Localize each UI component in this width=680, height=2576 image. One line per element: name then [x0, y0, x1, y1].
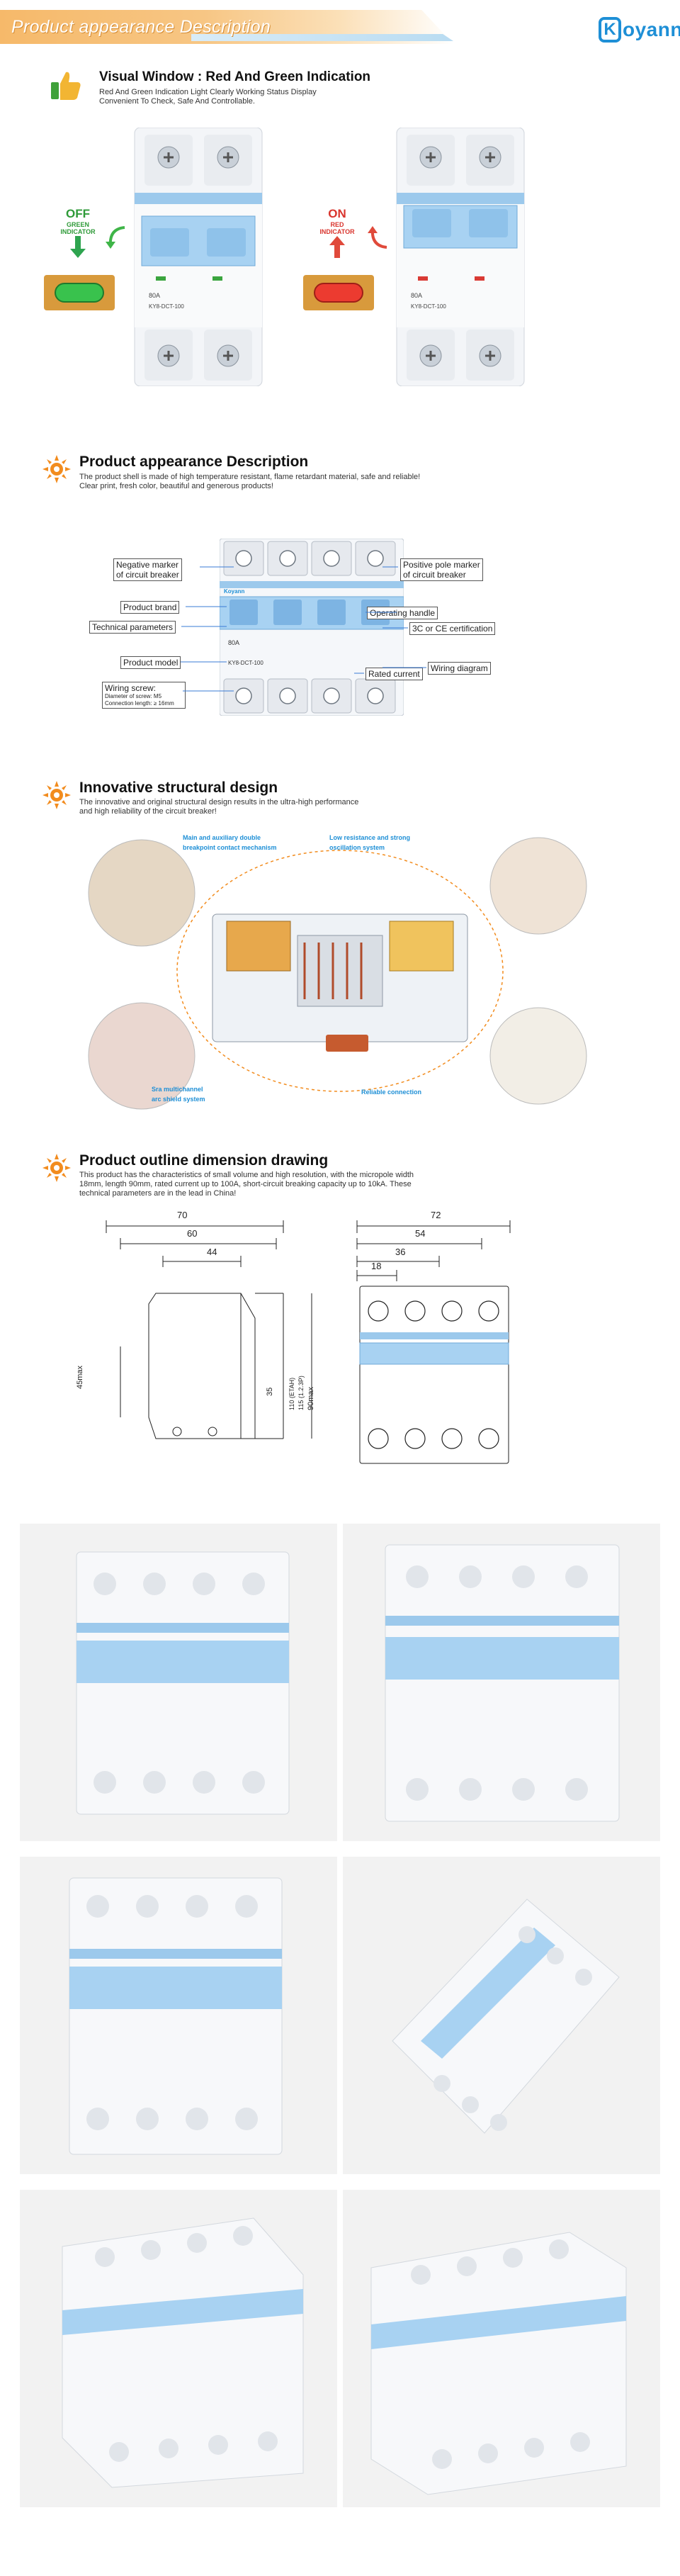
- breaker-on-image: 80A KY8-DCT-100: [396, 128, 525, 386]
- callout-negative-marker: Negative marker of circuit breaker: [113, 558, 182, 581]
- visual-window-title: Visual Window : Red And Green Indication: [99, 69, 371, 84]
- header-title: Product appearance Description: [11, 17, 271, 37]
- dimension-desc-1: This product has the characteristics of …: [79, 1171, 414, 1179]
- svg-text:80A: 80A: [149, 292, 160, 299]
- dim-72: 72: [431, 1210, 441, 1220]
- dimension-desc-2: 18mm, length 90mm, rated current up to 1…: [79, 1180, 412, 1188]
- dim-44: 44: [207, 1247, 217, 1257]
- callout-wiring-diagram: Wiring diagram: [428, 662, 491, 675]
- callout-technical-parameters: Technical parameters: [89, 621, 176, 634]
- callout-product-brand: Product brand: [120, 601, 180, 614]
- appearance-title: Product appearance Description: [79, 454, 309, 470]
- callout-operating-handle: Operating handle: [367, 607, 438, 619]
- header-banner: Product appearance Description K oyann: [0, 0, 680, 55]
- dim-60: 60: [187, 1228, 198, 1239]
- on-label: ON: [328, 207, 346, 220]
- callout-positive-marker: Positive pole marker of circuit breaker: [400, 558, 483, 581]
- sun-bullet-icon: [42, 1154, 71, 1182]
- logo-k-mark: K: [599, 17, 621, 43]
- callout-product-model: Product model: [120, 656, 181, 669]
- dimension-desc-3: technical parameters are in the lead in …: [79, 1189, 237, 1198]
- callout-wiring-screw: Wiring screw: Diameter of screw: M5 Conn…: [102, 682, 186, 709]
- breaker-off-image: 80A KY8-DCT-100: [134, 128, 263, 386]
- sun-bullet-icon: [42, 781, 71, 809]
- product-photo-2: [343, 1524, 660, 1841]
- dim-70: 70: [177, 1210, 188, 1220]
- svg-text:80A: 80A: [228, 639, 239, 646]
- appearance-desc-2: Clear print, fresh color, beautiful and …: [79, 482, 273, 490]
- dim-115: 115 (1.2.3P): [298, 1376, 305, 1410]
- green-indicator-label-2: INDICATOR: [60, 228, 96, 235]
- innovative-desc-2: and high reliability of the circuit brea…: [79, 807, 217, 816]
- rotate-arrow-icon: [106, 226, 125, 249]
- innovative-desc-1: The innovative and original structural d…: [79, 798, 359, 806]
- arrow-up-icon: [329, 236, 345, 258]
- header-blue-stripe: [191, 34, 453, 41]
- dimension-title: Product outline dimension drawing: [79, 1152, 329, 1169]
- innovative-title: Innovative structural design: [79, 780, 278, 796]
- callout-leader-lines: [181, 566, 426, 692]
- dim-18: 18: [371, 1261, 382, 1271]
- off-label: OFF: [66, 207, 90, 220]
- wiring-screw-label: Wiring screw:: [105, 683, 157, 693]
- product-photo-1: [20, 1524, 337, 1841]
- dimension-front-view: [356, 1220, 511, 1464]
- logo-wordmark: oyann: [623, 18, 680, 40]
- brand-logo: K oyann: [599, 16, 680, 44]
- label-low-resistance: Low resistance and strong oscillation sy…: [329, 834, 411, 851]
- thumbs-up-icon: [51, 72, 81, 100]
- dim-110: 110 (ETAH): [288, 1377, 295, 1410]
- dim-36: 36: [395, 1247, 406, 1257]
- label-main-aux: Main and auxiliary double breakpoint con…: [183, 834, 277, 851]
- wiring-screw-detail-1: Diameter of screw: M5: [105, 693, 162, 699]
- product-photo-6: [343, 2190, 660, 2507]
- svg-text:Koyann: Koyann: [224, 588, 244, 595]
- structure-illustration: [88, 837, 587, 1110]
- rotate-arrow-up-icon: [368, 226, 387, 249]
- breaker-front-diagram: 80A KY8-DCT-100 Koyann: [220, 539, 404, 716]
- red-indicator-label-1: RED: [330, 221, 344, 228]
- product-photo-5: [20, 2190, 337, 2507]
- label-reliable-connection: Reliable connection: [361, 1089, 422, 1096]
- visual-window-desc-1: Red And Green Indication Light Clearly W…: [99, 88, 317, 96]
- appearance-desc-1: The product shell is made of high temper…: [79, 473, 421, 481]
- wiring-screw-detail-2: Connection length: ≥ 16mm: [105, 700, 174, 707]
- green-indicator-label-1: GREEN: [66, 221, 89, 228]
- label-arc-shield: Sra multichannel arc shield system: [152, 1086, 205, 1103]
- visual-window-desc-2: Convenient To Check, Safe And Controllab…: [99, 97, 255, 106]
- green-indicator-window: [44, 275, 115, 310]
- sun-bullet-icon: [42, 455, 71, 483]
- product-photo-3: [20, 1857, 337, 2174]
- red-indicator-label-2: INDICATOR: [319, 228, 355, 235]
- svg-text:KY8-DCT-100: KY8-DCT-100: [149, 303, 184, 310]
- svg-text:KY8-DCT-100: KY8-DCT-100: [228, 660, 264, 666]
- dim-90max: 90max: [307, 1386, 315, 1410]
- dim-45max: 45max: [76, 1365, 84, 1389]
- svg-text:KY8-DCT-100: KY8-DCT-100: [411, 303, 446, 310]
- svg-text:80A: 80A: [411, 292, 422, 299]
- callout-cert: 3C or CE certification: [409, 622, 496, 635]
- dim-54: 54: [415, 1228, 426, 1239]
- red-indicator-window: [303, 275, 374, 310]
- dimension-side-view: [106, 1220, 312, 1439]
- arrow-down-icon: [70, 236, 86, 258]
- dim-35: 35: [266, 1387, 274, 1396]
- product-photo-4: [343, 1857, 660, 2174]
